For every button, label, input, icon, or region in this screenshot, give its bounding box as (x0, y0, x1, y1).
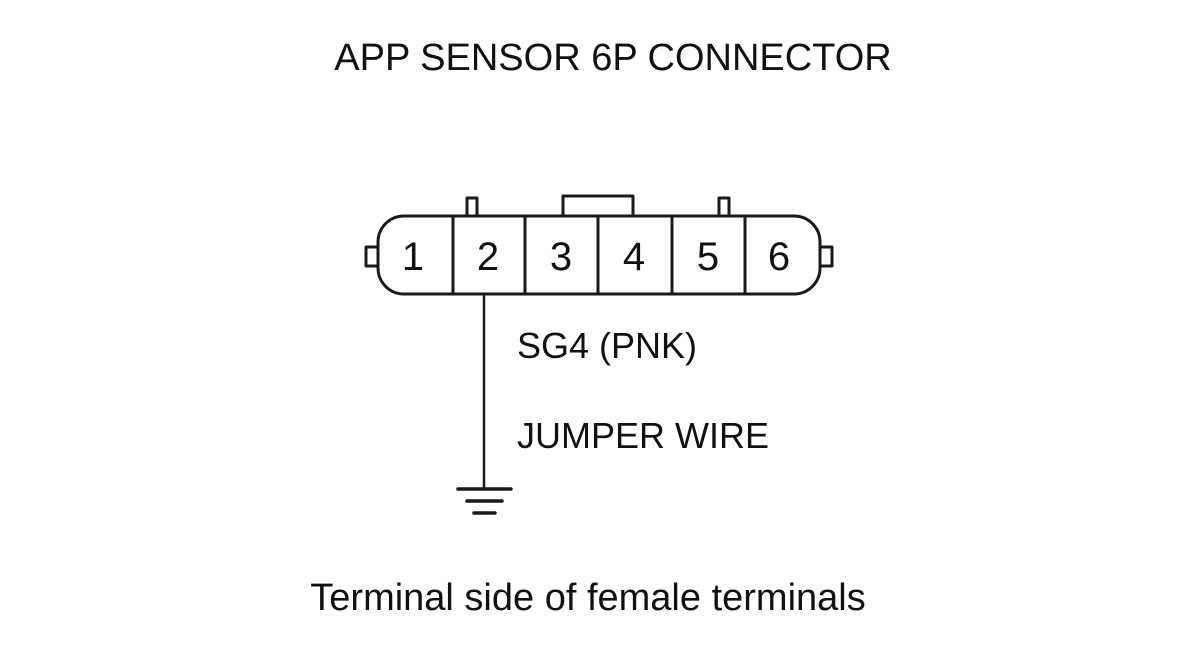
terminal-6-label: 6 (768, 235, 790, 279)
center-lock-tab (561, 194, 635, 218)
terminal-1-label: 1 (402, 235, 424, 279)
signal-wire-label: SG4 (PNK) (517, 325, 697, 366)
terminal-labels: 1 2 3 4 5 6 (402, 235, 790, 279)
diagram-title: APP SENSOR 6P CONNECTOR (334, 37, 892, 79)
terminal-3-label: 3 (550, 235, 572, 279)
jumper-wire-label: JUMPER WIRE (517, 415, 769, 456)
diagram-caption: Terminal side of female terminals (310, 577, 865, 619)
terminal-4-label: 4 (623, 235, 645, 279)
ground-icon (456, 487, 513, 515)
right-guide-tab (717, 196, 731, 218)
right-side-tab (818, 245, 834, 268)
terminal-2-label: 2 (477, 235, 499, 279)
left-side-tab (364, 245, 380, 268)
connector-housing (364, 194, 834, 296)
terminal-5-label: 5 (697, 235, 719, 279)
left-guide-tab (465, 196, 479, 218)
